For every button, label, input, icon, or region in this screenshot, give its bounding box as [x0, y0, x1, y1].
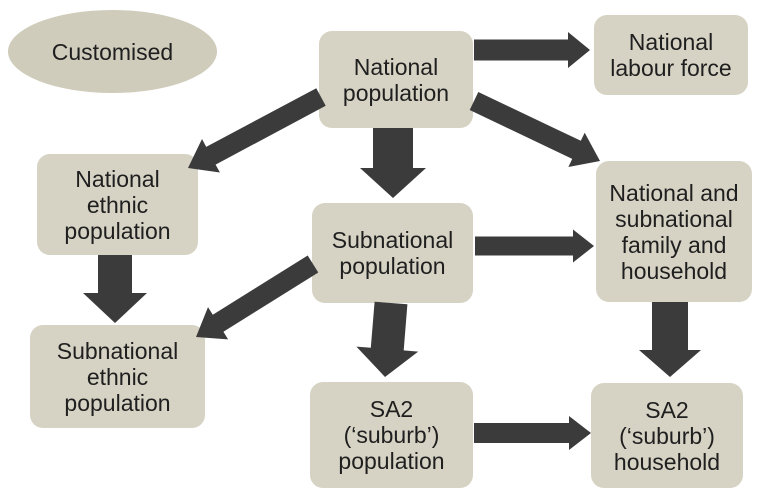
node-sa2-suburb-household: SA2 (‘suburb’) household — [591, 383, 743, 488]
legend-bubble-customised: Customised — [8, 10, 217, 93]
arrow-subnational-population-to-subnational-ethnic-population — [196, 255, 319, 340]
arrow-national-subnational-family-household-to-sa2-suburb-household — [639, 302, 701, 377]
arrow-national-population-to-national-subnational-family-household — [469, 92, 600, 167]
arrow-national-ethnic-population-to-subnational-ethnic-population — [83, 255, 147, 323]
arrow-subnational-population-to-sa2-suburb-population — [356, 301, 419, 377]
node-subnational-population: Subnational population — [312, 203, 473, 303]
node-subnational-ethnic-population: Subnational ethnic population — [30, 325, 205, 428]
arrow-subnational-population-to-national-subnational-family-household — [475, 229, 594, 263]
node-national-subnational-family-household: National and subnational family and hous… — [596, 161, 752, 302]
arrow-national-population-to-national-labour-force — [474, 32, 590, 68]
arrow-sa2-suburb-population-to-sa2-suburb-household — [474, 416, 591, 450]
node-national-ethnic-population: National ethnic population — [37, 154, 198, 255]
node-sa2-suburb-population: SA2 (‘suburb’) population — [310, 382, 473, 488]
arrow-national-population-to-national-ethnic-population — [188, 88, 326, 173]
arrow-national-population-to-subnational-population — [360, 128, 426, 198]
node-national-population: National population — [319, 31, 473, 128]
node-national-labour-force: National labour force — [594, 15, 748, 95]
